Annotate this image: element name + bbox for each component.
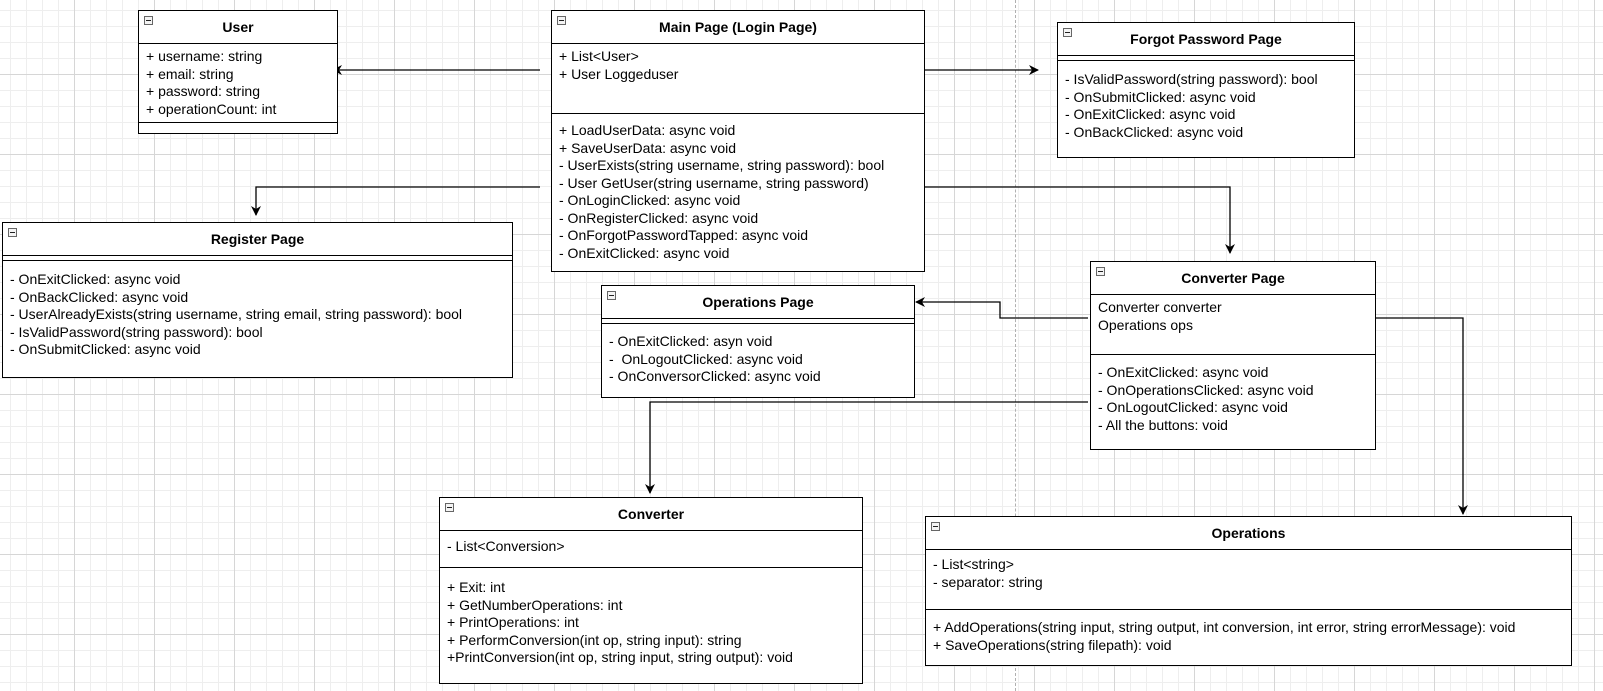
class-header: Forgot Password Page <box>1058 23 1354 56</box>
connector-main-to-converter-page[interactable] <box>906 186 1235 254</box>
class-name: Converter Page <box>1181 270 1285 286</box>
operation: - OnLoginClicked: async void <box>559 192 741 208</box>
operation: - OnBackClicked: async void <box>10 288 189 305</box>
class-name: Operations Page <box>702 294 814 310</box>
operation: + Exit: int <box>447 579 505 595</box>
class-converter-page[interactable]: Converter Page Converter converter Opera… <box>1090 261 1376 450</box>
operation: - OnExitClicked: async void <box>1065 106 1236 122</box>
class-user[interactable]: User + username: string + email: string … <box>138 10 338 134</box>
operation: - UserExists(string username, string pas… <box>559 157 885 173</box>
operation: + GetNumberOperations: int <box>447 596 623 613</box>
collapse-toggle-icon[interactable] <box>8 228 17 237</box>
attributes-compartment <box>1058 56 1354 61</box>
class-forgot-password-page[interactable]: Forgot Password Page - IsValidPassword(s… <box>1057 22 1355 158</box>
operation: - OnLogoutClicked: async void <box>609 350 803 367</box>
class-header: Operations Page <box>602 286 914 319</box>
operation: + PerformConversion(int op, string input… <box>447 631 742 648</box>
operation: + LoadUserData: async void <box>559 122 736 138</box>
attributes-compartment: Converter converter Operations ops <box>1091 295 1375 355</box>
attribute: + User Loggeduser <box>559 65 679 82</box>
operation: - User GetUser(string username, string p… <box>559 174 869 191</box>
attributes-compartment: + username: string + email: string + pas… <box>139 44 337 123</box>
operation: + SaveOperations(string filepath): void <box>933 636 1172 653</box>
operation: + PrintOperations: int <box>447 614 579 630</box>
class-register-page[interactable]: Register Page - OnExitClicked: async voi… <box>2 222 513 378</box>
collapse-toggle-icon[interactable] <box>144 16 153 25</box>
operation: + SaveUserData: async void <box>559 139 737 156</box>
attribute: - List<string> <box>933 556 1014 572</box>
operations-compartment: + Exit: int + GetNumberOperations: int +… <box>440 568 862 671</box>
class-header: Operations <box>926 517 1571 550</box>
operation: + AddOperations(string input, string out… <box>933 619 1516 635</box>
class-header: Main Page (Login Page) <box>552 11 924 44</box>
connector-main-to-register[interactable] <box>251 186 540 216</box>
attributes-compartment: - List<Conversion> <box>440 531 862 568</box>
attribute: + email: string <box>146 65 234 82</box>
class-operations-page[interactable]: Operations Page - OnExitClicked: asyn vo… <box>601 285 915 398</box>
class-name: Register Page <box>210 231 305 247</box>
attribute: - List<Conversion> <box>447 538 565 554</box>
class-converter[interactable]: Converter - List<Conversion> + Exit: int… <box>439 497 863 684</box>
operation: - OnSubmitClicked: async void <box>1065 88 1256 105</box>
operation: - OnBackClicked: async void <box>1065 123 1244 140</box>
operation: - OnLogoutClicked: async void <box>1098 399 1288 415</box>
operation: - OnExitClicked: async void <box>1098 364 1269 380</box>
connector-converter-page-to-converter[interactable] <box>645 401 1088 494</box>
operation: - OnForgotPasswordTapped: async void <box>559 227 809 243</box>
operation: - IsValidPassword(string password): bool <box>1065 71 1318 87</box>
attribute: Operations ops <box>1098 316 1193 333</box>
connector-converter-page-to-operations-page[interactable] <box>915 297 1088 319</box>
class-header: Register Page <box>3 223 512 256</box>
attributes-compartment <box>3 256 512 261</box>
attribute: + password: string <box>146 83 260 99</box>
attributes-compartment <box>602 319 914 324</box>
operations-compartment: + AddOperations(string input, string out… <box>926 610 1571 658</box>
class-header: Converter Page <box>1091 262 1375 295</box>
operation: - UserAlreadyExists(string username, str… <box>10 306 463 322</box>
class-name: User <box>222 19 254 35</box>
operations-compartment: + LoadUserData: async void + SaveUserDat… <box>552 114 924 266</box>
collapse-toggle-icon[interactable] <box>557 16 566 25</box>
operation: - OnExitClicked: asyn void <box>609 333 773 349</box>
collapse-toggle-icon[interactable] <box>931 522 940 531</box>
collapse-toggle-icon[interactable] <box>445 503 454 512</box>
attributes-compartment: + List<User> + User Loggeduser <box>552 44 924 114</box>
class-header: User <box>139 11 337 44</box>
page-boundary-line <box>1015 0 1016 691</box>
class-name: Forgot Password Page <box>1130 31 1282 47</box>
class-main-page[interactable]: Main Page (Login Page) + List<User> + Us… <box>551 10 925 272</box>
operations-compartment <box>139 123 337 127</box>
class-name: Converter <box>617 506 685 522</box>
class-name: Main Page (Login Page) <box>659 19 817 35</box>
attribute: + List<User> <box>559 48 639 64</box>
collapse-toggle-icon[interactable] <box>1063 28 1072 37</box>
attribute: Converter converter <box>1098 299 1222 315</box>
operation: - OnExitClicked: async void <box>559 244 730 261</box>
operation: - All the buttons: void <box>1098 416 1228 433</box>
operation: - OnOperationsClicked: async void <box>1098 381 1314 398</box>
operations-compartment: - OnExitClicked: asyn void - OnLogoutCli… <box>602 324 914 390</box>
operation: - OnExitClicked: async void <box>10 271 181 287</box>
attribute: + username: string <box>146 48 263 64</box>
collapse-toggle-icon[interactable] <box>607 291 616 300</box>
operation: - IsValidPassword(string password): bool <box>10 323 263 340</box>
operation: +PrintConversion(int op, string input, s… <box>447 649 793 665</box>
class-header: Converter <box>440 498 862 531</box>
operation: - OnRegisterClicked: async void <box>559 209 759 226</box>
attribute: - separator: string <box>933 573 1043 590</box>
connector-converter-page-to-operations[interactable] <box>1374 317 1468 515</box>
attribute: + operationCount: int <box>146 100 277 117</box>
operation: - OnConversorClicked: async void <box>609 368 821 384</box>
class-name: Operations <box>1211 525 1286 541</box>
operations-compartment: - OnExitClicked: async void - OnOperatio… <box>1091 355 1375 438</box>
operation: - OnSubmitClicked: async void <box>10 341 201 357</box>
class-operations[interactable]: Operations - List<string> - separator: s… <box>925 516 1572 666</box>
attributes-compartment: - List<string> - separator: string <box>926 550 1571 610</box>
operations-compartment: - OnExitClicked: async void - OnBackClic… <box>3 261 512 363</box>
operations-compartment: - IsValidPassword(string password): bool… <box>1058 61 1354 145</box>
collapse-toggle-icon[interactable] <box>1096 267 1105 276</box>
